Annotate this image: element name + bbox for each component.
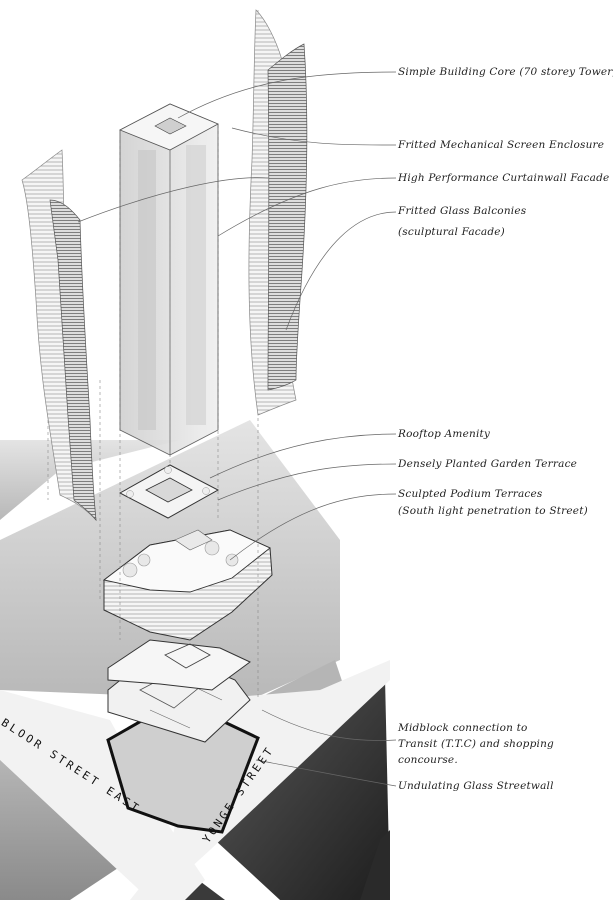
label-midblock-line2: Transit (T.T.C) and shopping [398, 738, 554, 750]
yonge-street-road [130, 660, 390, 900]
label-midblock-line3: concourse. [398, 754, 458, 766]
leader-podium [229, 493, 397, 561]
leader-balconies-left [77, 177, 269, 223]
label-podium-terraces: Sculpted Podium Terraces [398, 488, 543, 500]
block-east [215, 678, 390, 900]
label-rooftop-amenity: Rooftop Amenity [398, 428, 491, 440]
leader-midblock [261, 709, 397, 741]
label-podium-subtitle: (South light penetration to Street) [398, 505, 588, 517]
leader-streetwall [255, 759, 397, 787]
central-core-tower [119, 103, 219, 456]
label-sculptural-facade: (sculptural Facade) [398, 226, 505, 238]
label-mechanical-screen: Fritted Mechanical Screen Enclosure [398, 139, 605, 151]
label-glass-balconies: Fritted Glass Balconies [398, 205, 527, 217]
label-curtainwall: High Performance Curtainwall Facade [398, 172, 610, 184]
block-far-east [360, 830, 390, 900]
leader-core [177, 71, 397, 119]
leader-rooftop [209, 433, 397, 479]
label-streetwall: Undulating Glass Streetwall [398, 780, 554, 792]
right-facade-ribbon [248, 9, 308, 416]
leader-curtain [217, 177, 397, 237]
bloor-street-road [0, 690, 205, 900]
label-garden-terrace: Densely Planted Garden Terrace [398, 458, 578, 470]
label-building-core: Simple Building Core (70 storey Tower) [398, 66, 613, 78]
leader-mech [231, 127, 397, 146]
label-midblock-line1: Midblock connection to [398, 722, 528, 734]
garden-terrace [118, 464, 220, 519]
left-facade-ribbon [21, 149, 97, 522]
second-floor-plate [107, 639, 251, 691]
leader-balconies [285, 211, 397, 331]
leader-garden [217, 463, 397, 501]
podium-terraces [102, 529, 273, 641]
leader-lines [77, 71, 397, 787]
block-northwest [0, 440, 180, 520]
